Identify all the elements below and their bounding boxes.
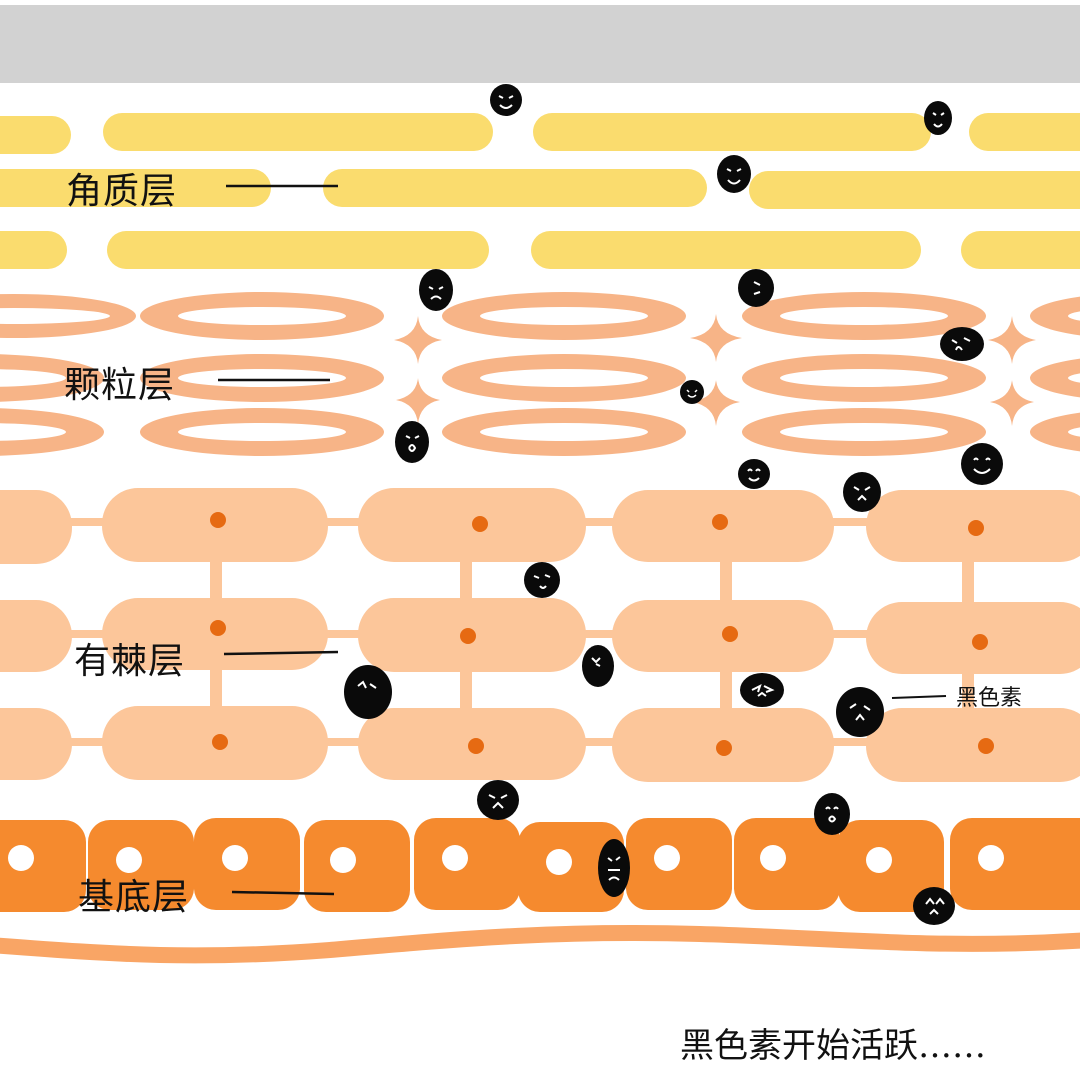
granular-cell bbox=[0, 408, 104, 456]
sparkle bbox=[394, 316, 442, 364]
basal-cell bbox=[626, 818, 732, 910]
granular-cell bbox=[442, 354, 686, 402]
nucleus bbox=[468, 738, 484, 754]
nucleus bbox=[472, 516, 488, 532]
label-stratum-basale: 基底层 bbox=[78, 868, 189, 920]
melanin-granule bbox=[344, 665, 392, 719]
basal-cell bbox=[304, 820, 410, 912]
melanin-granule bbox=[924, 101, 952, 135]
granular-cell bbox=[442, 408, 686, 456]
spinous-cell bbox=[0, 600, 72, 672]
cell-bridge bbox=[720, 555, 732, 605]
nucleus bbox=[716, 740, 732, 756]
sparkle bbox=[690, 314, 742, 362]
nucleus bbox=[210, 620, 226, 636]
nucleus bbox=[968, 520, 984, 536]
melanin-granule bbox=[836, 687, 884, 737]
cell-bridge bbox=[720, 665, 732, 715]
melanin-granule bbox=[524, 562, 560, 598]
melanin-granule bbox=[913, 887, 955, 925]
melanin-granule bbox=[961, 443, 1003, 485]
granular-cell bbox=[0, 294, 136, 338]
cell-bridge bbox=[460, 555, 472, 605]
basal-cell bbox=[0, 820, 86, 912]
nucleus bbox=[722, 626, 738, 642]
top-surface-band bbox=[0, 5, 1080, 83]
basal-cell bbox=[194, 818, 300, 910]
melanin-granule bbox=[490, 84, 522, 116]
melanin-granule bbox=[814, 793, 850, 835]
cell-bridge bbox=[460, 665, 472, 715]
granular-cell bbox=[742, 408, 986, 456]
leader-line-melanin bbox=[892, 696, 946, 698]
melanin-granule bbox=[419, 269, 453, 311]
sparkle bbox=[990, 380, 1034, 426]
sparkle bbox=[396, 378, 440, 424]
melanin-granule bbox=[738, 269, 774, 307]
basement-membrane-wave bbox=[0, 933, 1080, 955]
label-stratum-granulosum: 颗粒层 bbox=[64, 356, 175, 408]
nucleus bbox=[978, 738, 994, 754]
melanin-granule bbox=[680, 380, 704, 404]
granular-cell bbox=[140, 408, 384, 456]
cell-bridge bbox=[962, 555, 974, 605]
granular-cell bbox=[1030, 292, 1080, 340]
basal-cell bbox=[950, 818, 1080, 910]
melanin-granule bbox=[477, 780, 519, 820]
melanin-granule bbox=[395, 421, 429, 463]
spinous-cell bbox=[0, 490, 72, 564]
nucleus bbox=[460, 628, 476, 644]
spinous-cell bbox=[866, 708, 1080, 782]
granular-cell bbox=[442, 292, 686, 340]
basal-cell bbox=[414, 818, 520, 910]
caption-text: 黑色素开始活跃…… bbox=[680, 1018, 986, 1067]
granular-cell bbox=[140, 292, 384, 340]
melanin-granule bbox=[582, 645, 614, 687]
nucleus bbox=[712, 514, 728, 530]
melanin-granule bbox=[940, 327, 984, 361]
nucleus bbox=[212, 734, 228, 750]
label-stratum-corneum: 角质层 bbox=[66, 162, 177, 214]
nucleus bbox=[972, 634, 988, 650]
melanin-granule bbox=[843, 472, 881, 512]
spinous-cell bbox=[0, 708, 72, 780]
nucleus bbox=[210, 512, 226, 528]
melanin-granule bbox=[598, 839, 630, 897]
melanin-granule bbox=[738, 459, 770, 489]
spinous-cell bbox=[358, 488, 586, 562]
cell-bridge bbox=[210, 555, 222, 605]
melanin-granule bbox=[717, 155, 751, 193]
label-stratum-spinosum: 有棘层 bbox=[74, 632, 185, 684]
label-melanin: 黑色素 bbox=[956, 680, 1022, 712]
granular-cell bbox=[742, 354, 986, 402]
sparkle bbox=[988, 316, 1036, 364]
melanin-granule bbox=[740, 673, 784, 707]
spinous-cell bbox=[866, 602, 1080, 674]
granular-cell bbox=[140, 354, 384, 402]
granular-cell bbox=[1030, 354, 1080, 402]
granular-cell bbox=[1030, 408, 1080, 456]
